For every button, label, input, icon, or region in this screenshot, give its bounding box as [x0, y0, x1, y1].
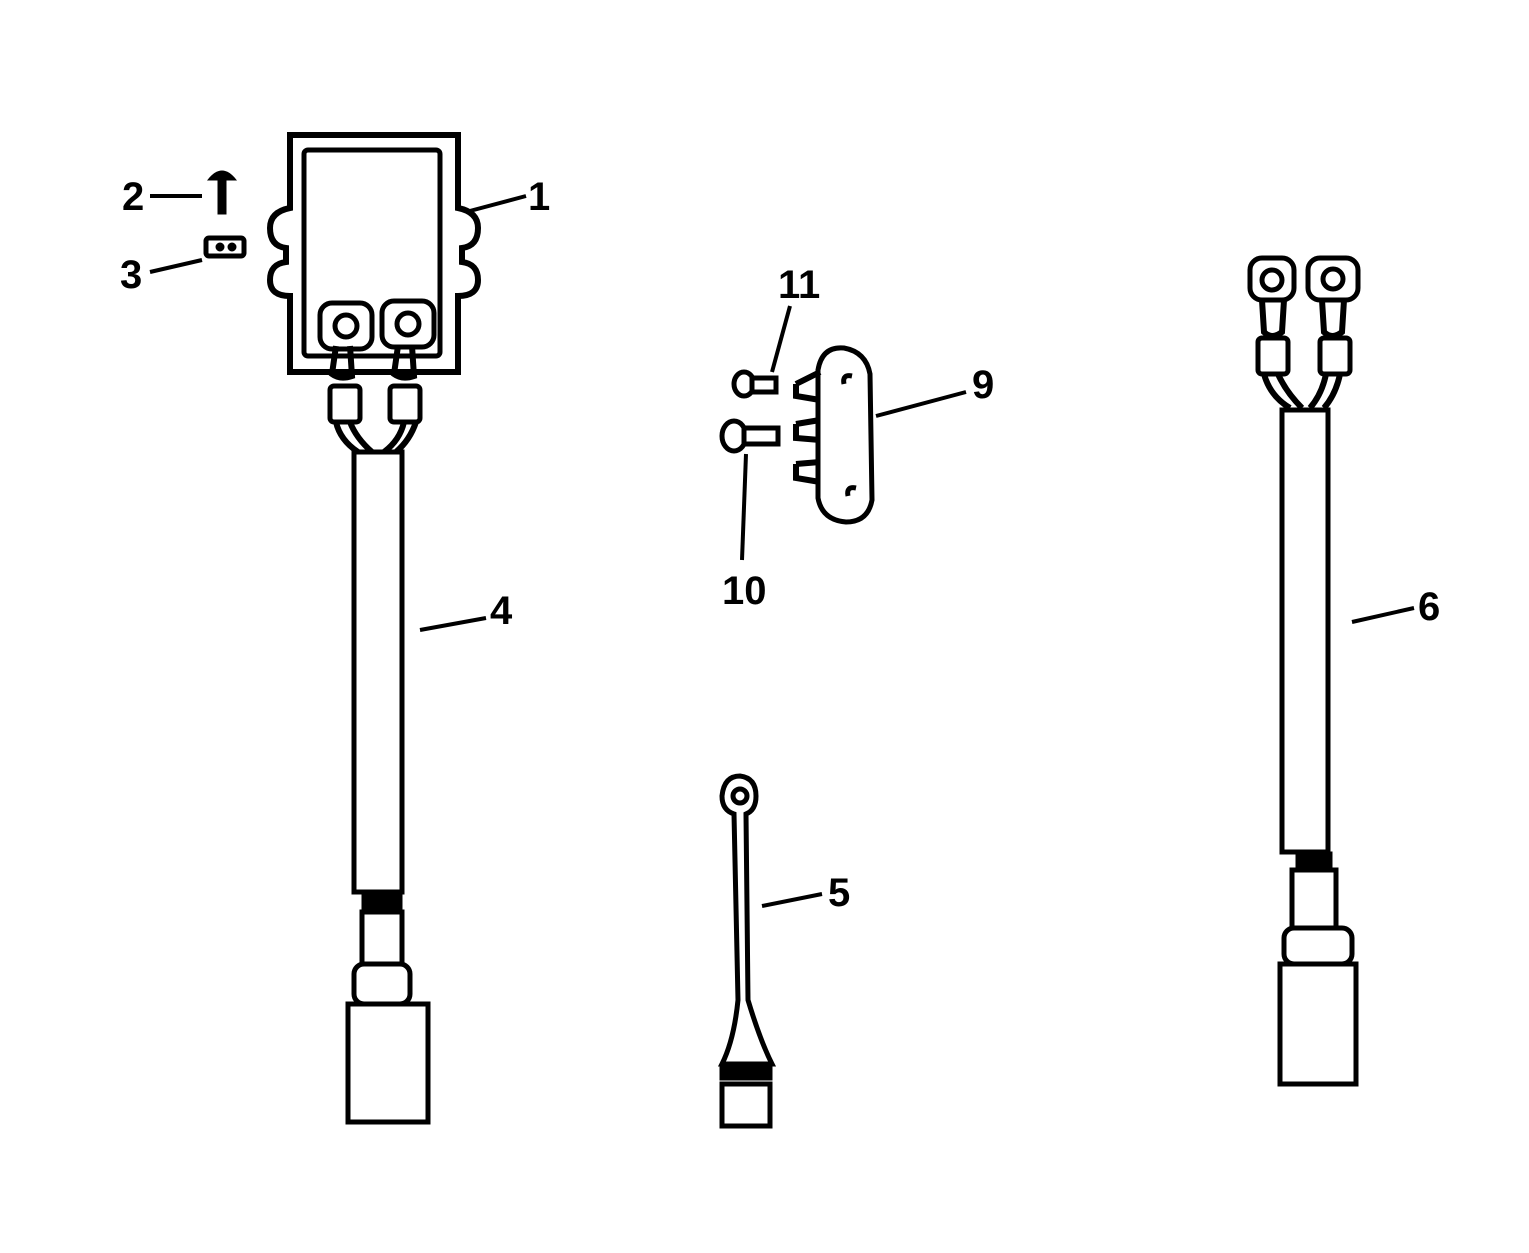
callout-10: 10: [722, 569, 767, 613]
part-5-ground-strap[interactable]: [717, 773, 777, 1129]
callout-11: 11: [778, 263, 820, 307]
callout-9: 9: [972, 363, 994, 407]
part-10-screw[interactable]: [719, 418, 781, 454]
part-2-screw[interactable]: [206, 170, 238, 215]
callouts: 1 2 3 4 5 6 9 10 11: [120, 175, 1440, 915]
part-1-rectifier-housing[interactable]: [266, 132, 482, 425]
leader-lines: [149, 194, 1415, 908]
callout-2: 2: [122, 175, 144, 219]
part-4-cable-assembly[interactable]: [333, 420, 431, 1125]
part-11-screw[interactable]: [731, 369, 779, 399]
callout-3: 3: [120, 253, 142, 297]
callout-4: 4: [490, 589, 513, 633]
callout-5: 5: [828, 871, 850, 915]
callout-6: 6: [1418, 585, 1440, 629]
callout-1: 1: [528, 175, 550, 219]
part-3-nut[interactable]: [203, 235, 247, 259]
part-9-terminal-block[interactable]: [793, 345, 875, 525]
part-6-cable-assembly[interactable]: [1247, 255, 1361, 1087]
